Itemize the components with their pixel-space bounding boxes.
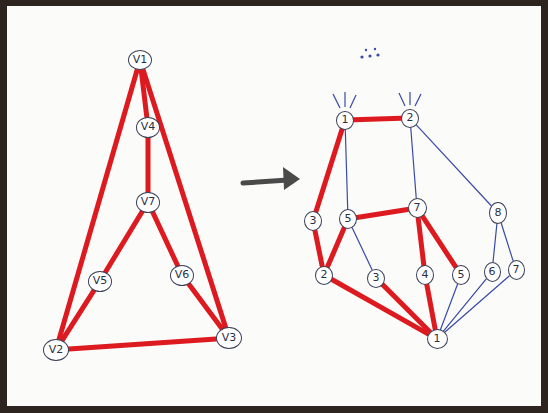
vertex-label: V3 — [222, 332, 237, 344]
highlighted-edge — [315, 231, 322, 266]
graph-vertex: V5 — [88, 271, 112, 292]
graph-edge — [345, 129, 347, 209]
graph-vertex: 2 — [401, 109, 419, 128]
vertex-label: 7 — [513, 264, 520, 276]
ellipsis-dots — [360, 48, 379, 59]
graph-vertex: 5 — [339, 209, 357, 229]
graph-edge — [416, 125, 491, 206]
graph-vertex: V7 — [136, 192, 160, 213]
graph-vertex: V1 — [128, 50, 152, 70]
highlighted-edge — [383, 285, 430, 332]
vertex-label: 4 — [422, 269, 429, 281]
graph-vertex: 1 — [427, 329, 448, 349]
highlighted-edge — [332, 279, 428, 333]
highlighted-edge — [357, 209, 408, 217]
vertex-label: V2 — [49, 344, 64, 356]
highlighted-edge — [316, 129, 342, 212]
highlighted-edge — [354, 118, 401, 119]
highlighted-edge — [328, 228, 344, 266]
vertex-label: V6 — [175, 269, 190, 281]
graph-vertex: V6 — [170, 265, 194, 286]
graph-edge — [493, 224, 497, 262]
highlighted-edge — [146, 138, 151, 192]
graph-vertex: 7 — [408, 198, 427, 218]
vertex-label: 6 — [489, 266, 496, 278]
highlighted-edge — [106, 211, 143, 271]
graph-vertex: V4 — [136, 117, 160, 138]
graph-vertex: 4 — [416, 265, 434, 285]
graph-vertex: 3 — [304, 211, 322, 231]
highlighted-edge — [427, 285, 435, 329]
graph-edge — [501, 223, 513, 260]
graph-vertex: 6 — [484, 262, 501, 282]
graph-vertex: 1 — [336, 111, 354, 130]
vertex-label: 3 — [373, 272, 380, 284]
edge-stubs — [333, 92, 421, 108]
graph-vertex: 8 — [489, 202, 507, 224]
vertex-label: V1 — [133, 54, 148, 66]
graph-vertex: V3 — [216, 327, 242, 349]
vertex-label: V4 — [141, 121, 156, 133]
paper-sheet — [7, 6, 541, 406]
graph-vertex: 7 — [508, 260, 525, 280]
graph-edge — [411, 127, 416, 198]
vertex-label: 1 — [434, 333, 441, 345]
graph-edge — [443, 279, 486, 331]
graph-vertex: 5 — [452, 265, 470, 285]
highlighted-edge — [422, 216, 455, 267]
highlighted-edge — [418, 218, 424, 265]
vertex-label: 7 — [414, 202, 421, 214]
highlighted-edge — [59, 70, 137, 340]
vertex-label: 1 — [342, 114, 349, 126]
vertex-label: 8 — [495, 207, 502, 219]
graph-edge — [352, 228, 372, 270]
graph-vertex: V2 — [43, 339, 69, 361]
vertex-label: 2 — [321, 269, 328, 281]
vertex-label: 5 — [458, 269, 465, 281]
transform-arrow — [243, 167, 300, 190]
graph-edge — [445, 276, 509, 332]
graph-vertex: 2 — [315, 266, 333, 285]
graph-vertex: 3 — [367, 269, 385, 288]
vertex-label: 2 — [407, 112, 414, 124]
vertex-label: 3 — [310, 215, 317, 227]
vertex-label: V5 — [93, 275, 108, 287]
highlighted-edge — [69, 339, 216, 349]
vertex-label: 5 — [345, 213, 352, 225]
highlighted-edge — [153, 212, 178, 266]
vertex-label: V7 — [141, 196, 156, 208]
